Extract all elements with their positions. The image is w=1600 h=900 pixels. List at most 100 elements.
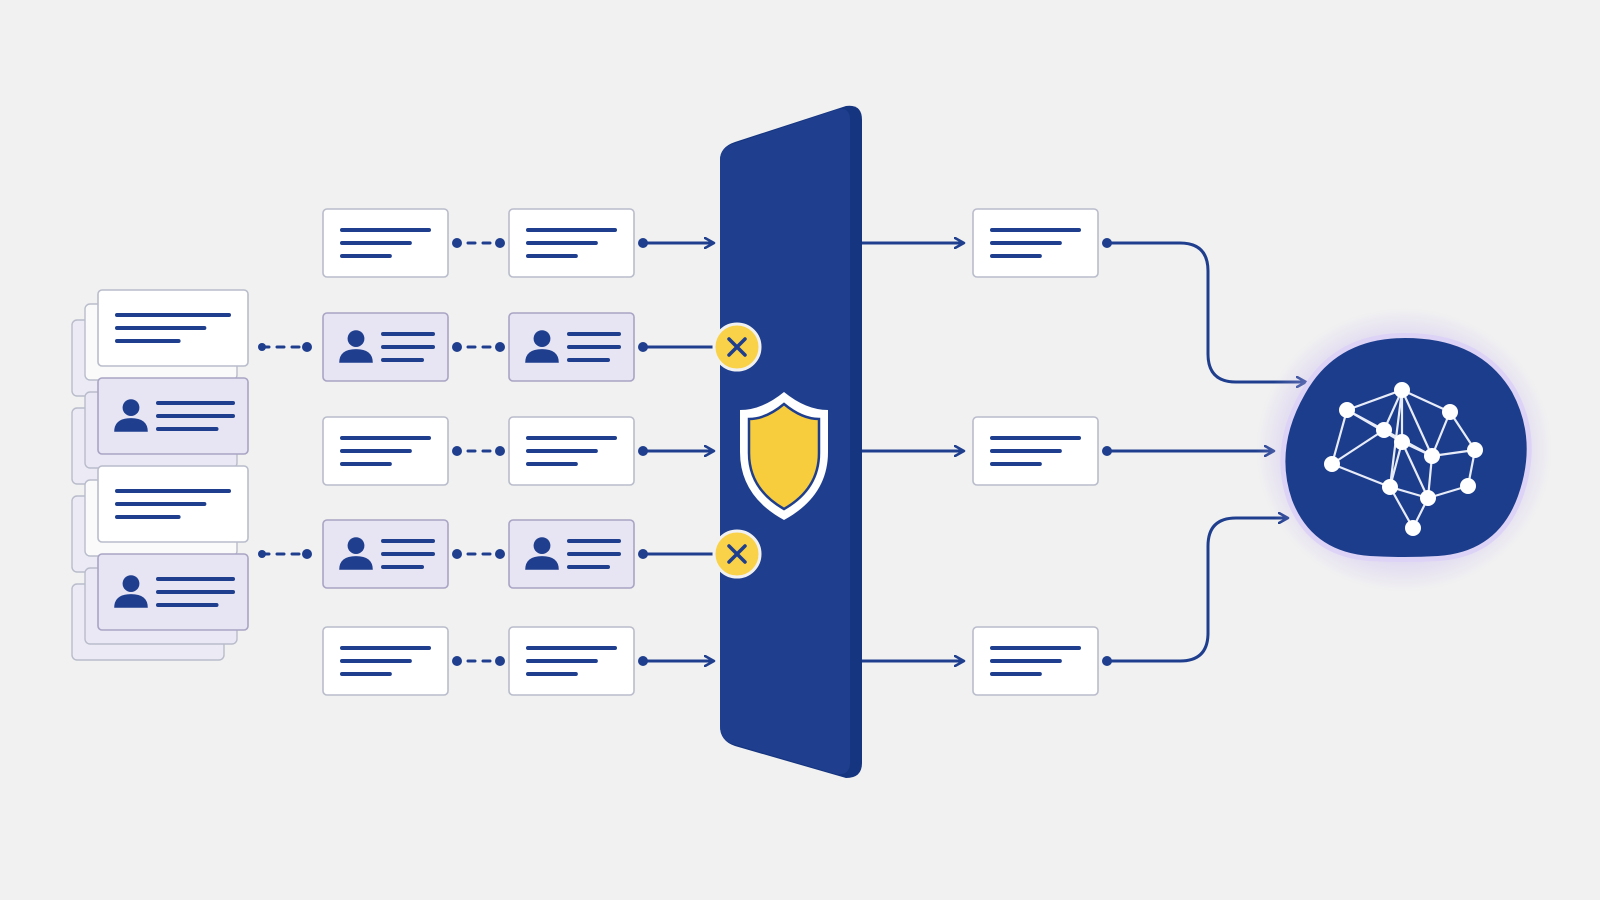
network-node <box>1420 490 1436 506</box>
shield-icon <box>740 392 828 520</box>
person-head <box>533 537 551 554</box>
network-node <box>1382 479 1398 495</box>
connector-dot <box>302 549 312 559</box>
network-node <box>1460 478 1476 494</box>
connector-dot <box>495 342 505 352</box>
passed-record-card <box>972 416 1099 486</box>
network-edge <box>1400 389 1434 457</box>
text-record-card <box>508 626 635 696</box>
stack-group-pii <box>71 553 249 661</box>
person-head <box>122 575 140 592</box>
neural-network-icon <box>1324 382 1483 536</box>
stack-card-pii <box>97 553 249 631</box>
close-icon <box>727 544 747 564</box>
card-text-lines <box>381 332 435 362</box>
card-text-lines <box>340 646 431 676</box>
text-record-card <box>322 416 449 486</box>
close-icon <box>727 337 747 357</box>
card-text-lines <box>340 228 431 258</box>
network-node <box>1394 382 1410 398</box>
text-record-card <box>508 208 635 278</box>
network-edge <box>1346 409 1403 443</box>
blocked-marker <box>712 322 762 372</box>
card-text-lines <box>156 577 235 607</box>
connector-dot <box>258 550 266 558</box>
network-edge <box>1401 441 1429 499</box>
connector-dot <box>495 656 505 666</box>
person-body <box>114 594 148 608</box>
person-head <box>347 537 365 554</box>
passed-record-card <box>972 208 1099 278</box>
person-icon <box>525 537 559 570</box>
stack-group-text <box>71 465 249 573</box>
person-icon <box>339 537 373 570</box>
card-text-lines <box>567 332 621 362</box>
connector-dot <box>258 343 266 351</box>
person-head <box>533 330 551 347</box>
card-text-lines <box>990 436 1081 466</box>
network-edge <box>1331 429 1385 465</box>
network-edge <box>1401 389 1451 413</box>
stack-group-text <box>71 289 249 397</box>
card-text-lines <box>526 646 617 676</box>
network-edge <box>1346 388 1403 412</box>
close-stroke <box>727 544 747 564</box>
record-cards-layer <box>322 208 1099 696</box>
ai-model-destination <box>1256 308 1552 592</box>
person-body <box>525 349 559 363</box>
card-text-lines <box>990 228 1081 258</box>
passed-record-card <box>972 626 1099 696</box>
card-text-lines <box>115 489 231 519</box>
network-edge <box>1330 409 1349 465</box>
network-node <box>1376 422 1392 438</box>
person-icon <box>114 575 148 608</box>
pii-record-card <box>322 519 449 589</box>
filter-panel <box>720 105 862 779</box>
source-record-stack <box>71 289 249 661</box>
stack-card-text <box>97 465 249 543</box>
person-body <box>339 556 373 570</box>
card-text-lines <box>990 646 1081 676</box>
network-node <box>1442 404 1458 420</box>
network-node <box>1405 520 1421 536</box>
person-icon <box>339 330 373 363</box>
close-stroke <box>727 337 747 357</box>
connector-dot <box>452 342 462 352</box>
network-edge <box>1331 462 1391 489</box>
pii-record-card <box>508 519 635 589</box>
person-head <box>122 399 140 416</box>
text-record-card <box>322 626 449 696</box>
card-text-lines <box>567 539 621 569</box>
stack-card-pii <box>97 377 249 455</box>
stack-card-text <box>97 289 249 367</box>
network-node <box>1394 434 1410 450</box>
blocked-marker <box>712 529 762 579</box>
privacy-filter-wall <box>712 105 862 779</box>
card-text-lines <box>115 313 231 343</box>
person-icon <box>525 330 559 363</box>
flow-arrow-to-model <box>1107 518 1288 663</box>
card-text-lines <box>526 436 617 466</box>
network-node <box>1467 442 1483 458</box>
connector-dot <box>495 446 505 456</box>
connector-dot <box>452 656 462 666</box>
text-record-card <box>508 416 635 486</box>
connector-dot <box>495 238 505 248</box>
person-body <box>525 556 559 570</box>
flow-arrow-to-model <box>1107 241 1306 382</box>
connector-dot <box>495 549 505 559</box>
connector-dot <box>452 238 462 248</box>
text-record-card <box>322 208 449 278</box>
connector-dot <box>452 549 462 559</box>
network-node <box>1324 456 1340 472</box>
pii-record-card <box>322 312 449 382</box>
card-text-lines <box>381 539 435 569</box>
stack-group-pii <box>71 377 249 485</box>
connector-dot <box>302 342 312 352</box>
network-node <box>1424 448 1440 464</box>
person-head <box>347 330 365 347</box>
connector-dot <box>452 446 462 456</box>
card-text-lines <box>156 401 235 431</box>
person-body <box>114 418 148 432</box>
